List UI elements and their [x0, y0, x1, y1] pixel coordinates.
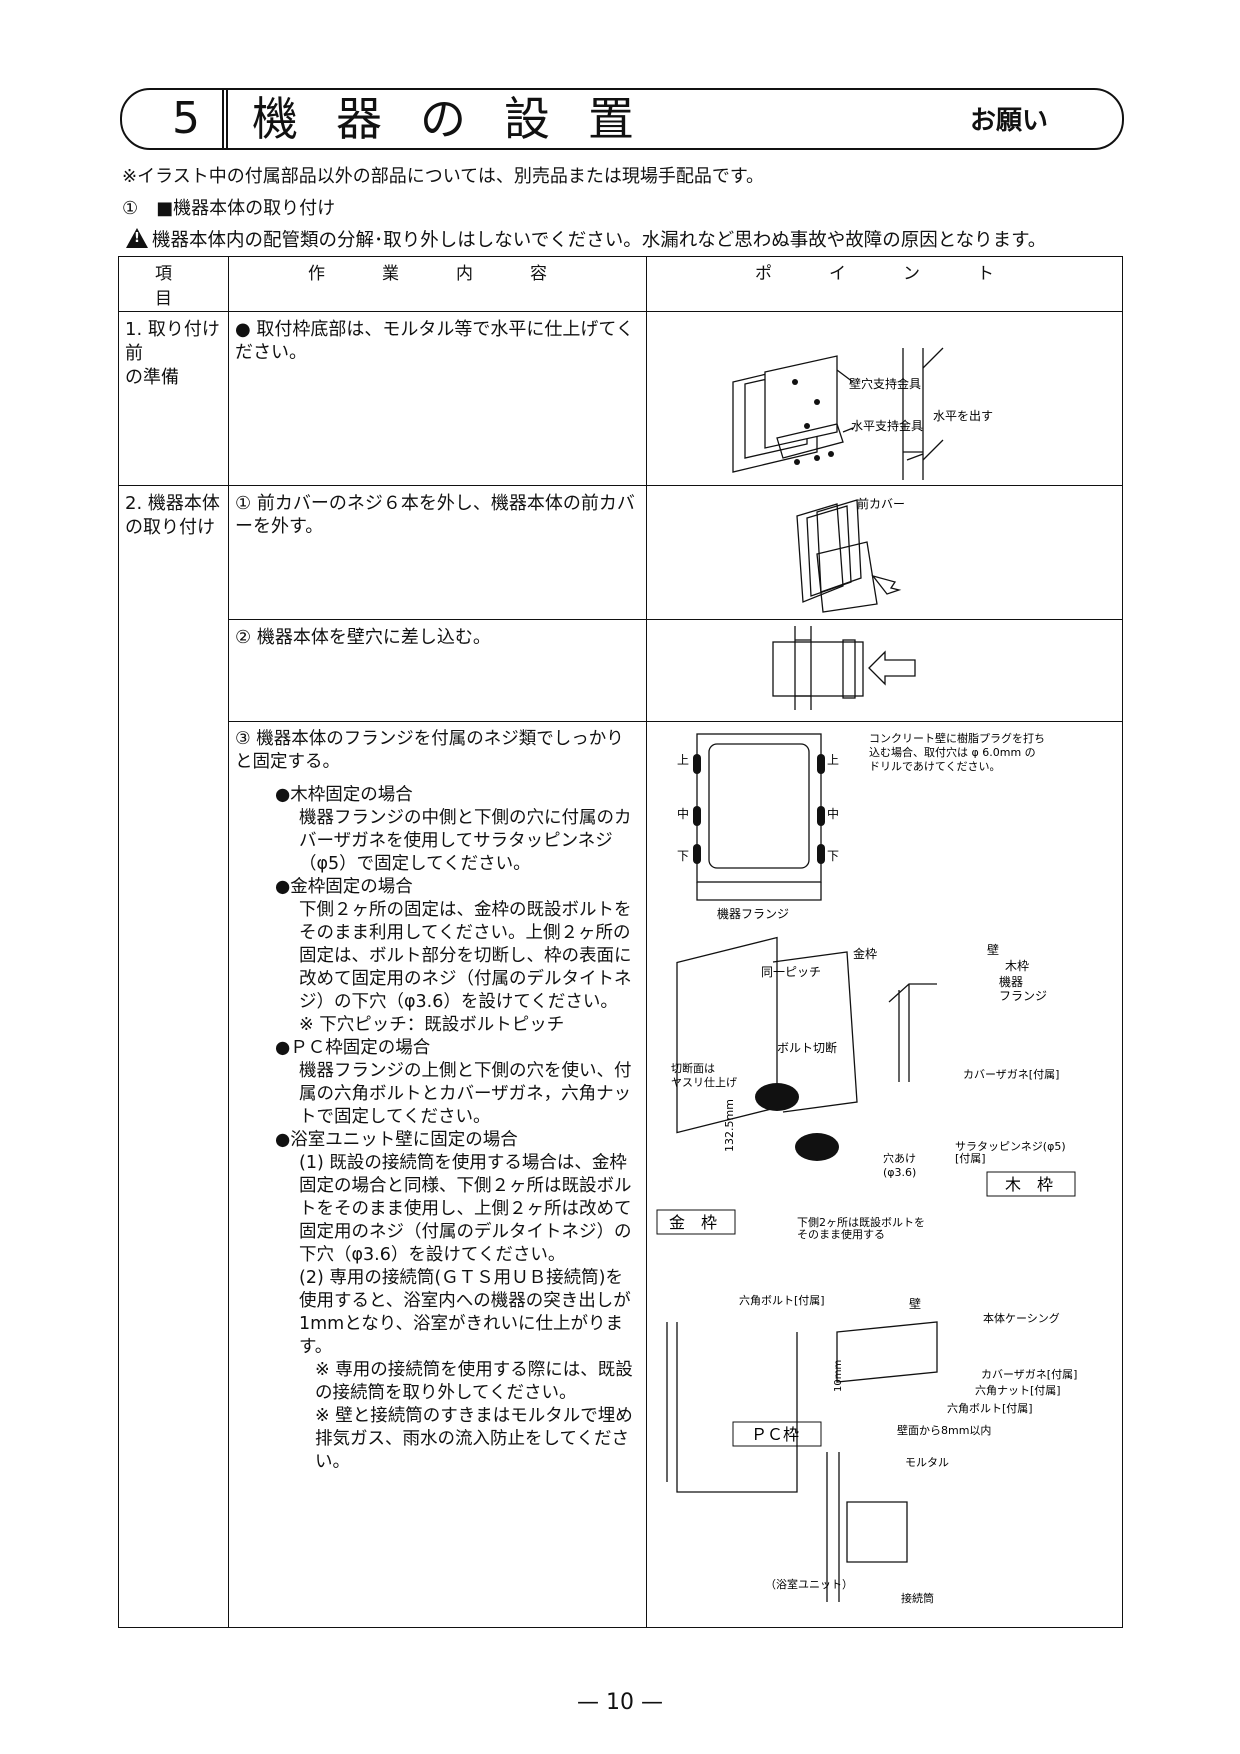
work-mount-1: ① 前カバーのネジ６本を外し、機器本体の前カバーを外す。 [228, 485, 647, 620]
label-low-l: 下 [677, 849, 689, 863]
wood-heading: ●木枠固定の場合 [275, 785, 413, 805]
label-mid-r: 中 [827, 806, 839, 821]
label-hole: 穴あけ [883, 1151, 916, 1165]
fig-prep: 壁穴支持金具 水平支持金具 水平を出す [732, 347, 993, 480]
fig-insert [772, 626, 916, 710]
label-hexbolt: 六角ボルト[付属] [739, 1294, 825, 1307]
label-box-wood: 木 枠 [1005, 1175, 1053, 1194]
label-dim: 132.5mm [723, 1099, 736, 1152]
box-wood [986, 1171, 1076, 1197]
label-flange2: 機器 [999, 974, 1023, 989]
section-header: 5 機器の設置 お願い [120, 88, 1124, 150]
label-level-bracket: 水平支持金具 [851, 418, 923, 433]
point-mount-1: 前カバー [646, 485, 1123, 620]
metal-heading: ●金枠固定の場合 [275, 877, 413, 897]
col-header-item: 項 目 [118, 256, 229, 312]
label-wall-2: 壁 [909, 1296, 921, 1311]
fig-fixing: コンクリート壁に樹脂プラグを打ち 込む場合、取付穴は φ 6.0mm の ドリル… [656, 731, 1077, 1605]
label-front-cover: 前カバー [857, 496, 905, 511]
ub-note-2: ※ 壁と接続筒のすきまはモルタルで埋め排気ガス、雨水の流入防止をしてください。 [315, 1406, 633, 1472]
request-label: お願い [969, 106, 1048, 136]
label-level: 水平を出す [933, 409, 993, 423]
ub-note-1: ※ 専用の接続筒を使用する際には、既設の接続筒を取り外してください。 [315, 1360, 633, 1403]
work-mount-2: ② 機器本体を壁穴に差し込む。 [228, 619, 647, 722]
ub-text-2: (2) 専用の接続筒(ＧＴＳ用ＵＢ接続筒)を使用すると、浴室内への機器の突き出し… [299, 1268, 631, 1357]
label-box-pc: ＰＣ枠 [751, 1425, 799, 1444]
section-number: 5 [150, 90, 224, 148]
ub-heading: ●浴室ユニット壁に固定の場合 [275, 1130, 518, 1150]
table-header-row: 項 目 作 業 内 容 ポ イ ン ト [118, 256, 1123, 312]
label-unit: （浴室ユニット） [765, 1577, 853, 1591]
fig-note-1: コンクリート壁に樹脂プラグを打ち [869, 731, 1045, 745]
label-low-r: 下 [827, 849, 839, 863]
label-up-l: 上 [677, 753, 689, 767]
label-pitch: 同一ピッチ [761, 965, 821, 979]
label-casing: 本体ケーシング [983, 1311, 1060, 1325]
label-wall: 壁 [987, 942, 999, 957]
box-metal [656, 1209, 736, 1235]
label-cutface-2: ヤスリ仕上げ [671, 1076, 737, 1089]
table-row: 1. 取り付け前 の準備 ● 取付枠底部は、モルタル等で水平に仕上げてください。 [118, 311, 1123, 486]
label-tube: 接続筒 [901, 1591, 934, 1605]
label-hole-2: (φ3.6) [883, 1166, 916, 1179]
page-number: — 10 — [577, 1690, 663, 1715]
label-cutface: 切断面は [671, 1061, 715, 1075]
warning-icon [126, 228, 148, 248]
header-frame [120, 88, 1124, 150]
label-washer2: カバーザガネ[付属] [981, 1368, 1077, 1381]
label-wall-bracket: 壁穴支持金具 [849, 376, 921, 391]
warning-line: 機器本体内の配管類の分解･取り外しはしないでください。水漏れなど思わぬ事故や故障… [126, 226, 1046, 252]
label-washer: カバーザガネ[付属] [963, 1068, 1059, 1081]
label-hexnut: 六角ナット[付属] [975, 1384, 1061, 1397]
note-2: ① ■機器本体の取り付け [122, 198, 336, 219]
label-box-metal: 金 枠 [669, 1213, 717, 1232]
box-pc [732, 1421, 822, 1447]
label-lowbolt: 下側2ヶ所は既設ボルトを [797, 1215, 925, 1229]
metal-text: 下側２ヶ所の固定は、金枠の既設ボルトをそのまま利用してください。上側２ヶ所の固定… [299, 900, 632, 1012]
point-mount-2 [646, 619, 1123, 722]
label-10mm: 10mm [833, 1360, 844, 1392]
pc-text: 機器フランジの上側と下側の穴を使い、付属の六角ボルトとカバーザガネ，六角ナットで… [299, 1061, 632, 1127]
fig-note-3: ドリルであけてください。 [869, 760, 1001, 773]
label-lowbolt-2: そのまま使用する [797, 1228, 885, 1241]
pc-heading: ●ＰＣ枠固定の場合 [275, 1038, 431, 1058]
install-table: 項 目 作 業 内 容 ポ イ ン ト 1. 取り付け前 の準備 ● 取付枠底部… [118, 256, 1123, 1628]
section-title: 機器の設置 [252, 92, 672, 146]
label-screw: サラタッピンネジ(φ5) [955, 1140, 1066, 1153]
fig-front-cover: 前カバー [796, 496, 905, 613]
warning-text: 機器本体内の配管類の分解･取り外しはしないでください。水漏れなど思わぬ事故や故障… [152, 230, 1047, 251]
metal-note: ※ 下穴ピッチ：既設ボルトピッチ [299, 1015, 565, 1035]
work-prep: ● 取付枠底部は、モルタル等で水平に仕上げてください。 [228, 311, 647, 486]
label-up-r: 上 [827, 753, 839, 767]
intro-text: ③ 機器本体のフランジを付属のネジ類でしっかりと固定する。 [235, 729, 624, 772]
label-hexbolt2: 六角ボルト[付属] [947, 1402, 1033, 1415]
point-prep: 壁穴支持金具 水平支持金具 水平を出す [646, 311, 1123, 486]
table-row: ② 機器本体を壁穴に差し込む。 [119, 619, 1123, 722]
label-within: 壁面から8mm以内 [897, 1423, 991, 1437]
work-mount-3: ③ 機器本体のフランジを付属のネジ類でしっかりと固定する。 ●木枠固定の場合 機… [228, 721, 647, 1628]
label-mid-l: 中 [677, 806, 689, 821]
label-flange2-2: フランジ [999, 989, 1047, 1003]
wood-text: 機器フランジの中側と下側の穴に付属のカバーザガネを使用してサラタッピンネジ（φ5… [299, 808, 632, 874]
col-header-work: 作 業 内 容 [228, 256, 647, 312]
fig-note-2: 込む場合、取付穴は φ 6.0mm の [869, 745, 1036, 759]
item-mount: 2. 機器本体 の取り付け [118, 485, 229, 1628]
label-screw-2: [付属] [955, 1152, 986, 1165]
ub-text-1: (1) 既設の接続筒を使用する場合は、金枠固定の場合と同様、下側２ヶ所は既設ボル… [299, 1153, 632, 1265]
note-1: ※イラスト中の付属部品以外の部品については、別売品または現場手配品です。 [122, 166, 765, 187]
header-divider [226, 90, 228, 148]
label-kanawaku: 金枠 [853, 946, 877, 961]
label-cut: ボルト切断 [777, 1040, 837, 1055]
table-row: ③ 機器本体のフランジを付属のネジ類でしっかりと固定する。 ●木枠固定の場合 機… [119, 721, 1123, 1628]
table-row: 2. 機器本体 の取り付け ① 前カバーのネジ６本を外し、機器本体の前カバーを外… [118, 485, 1123, 1628]
label-flange: 機器フランジ [717, 906, 789, 921]
item-prep: 1. 取り付け前 の準備 [118, 311, 229, 486]
label-mortar: モルタル [905, 1456, 949, 1469]
point-mount-3: コンクリート壁に樹脂プラグを打ち 込む場合、取付穴は φ 6.0mm の ドリル… [646, 721, 1123, 1628]
label-wood: 木枠 [1005, 959, 1029, 973]
col-header-point: ポ イ ン ト [646, 256, 1123, 312]
